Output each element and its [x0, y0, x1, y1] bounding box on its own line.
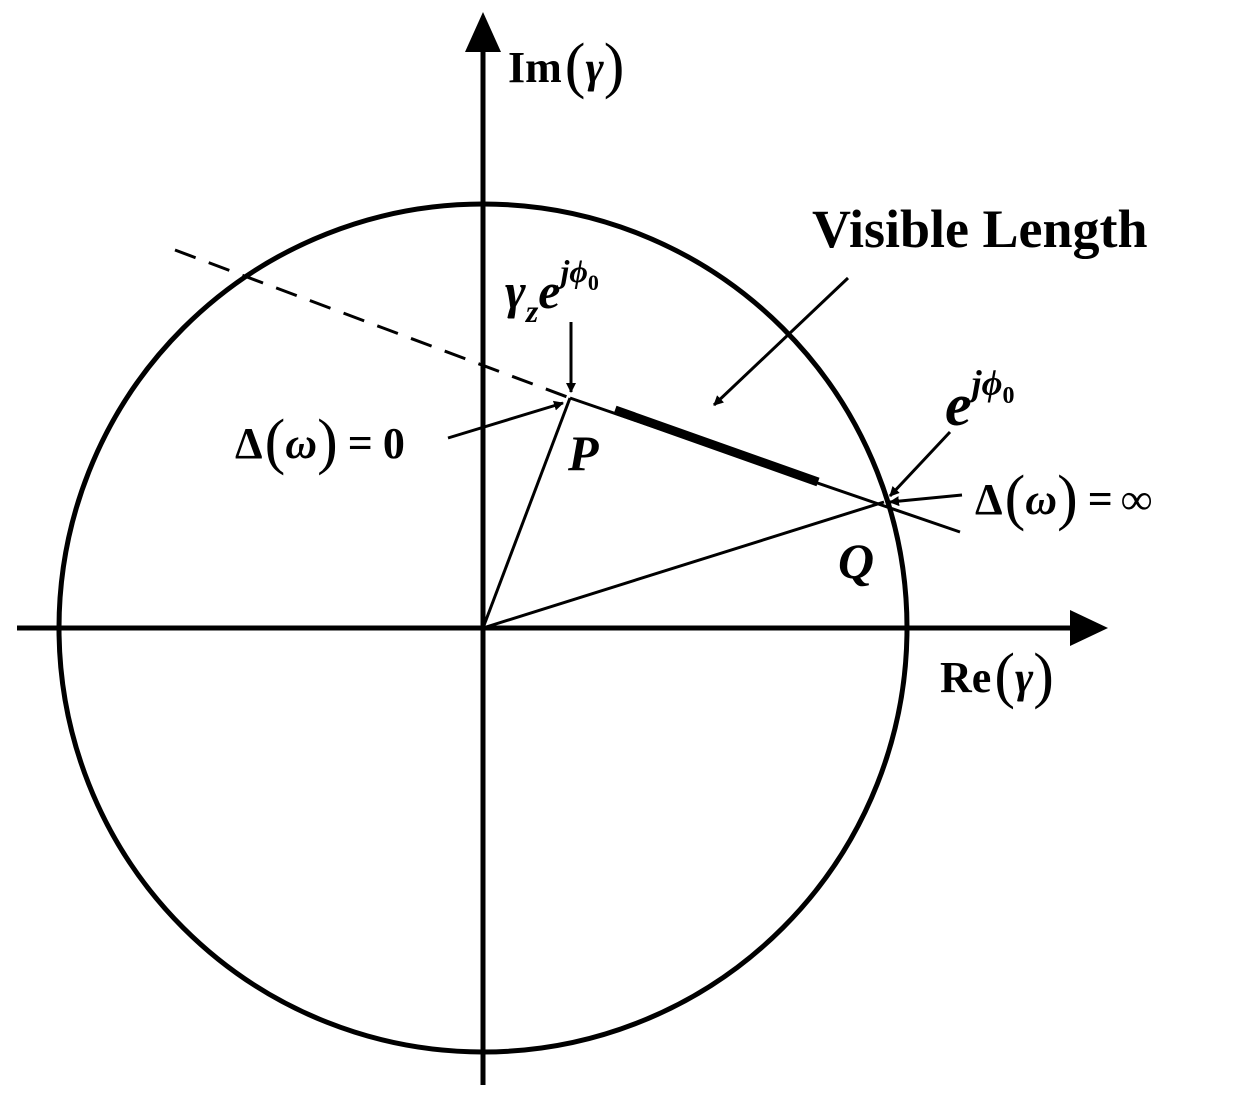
arrow-to-p-from-delta-zero: [447, 400, 564, 440]
line-origin-to-p: [481, 397, 572, 629]
imaginary-axis-label: Im(γ): [508, 32, 624, 100]
point-p-label: P: [567, 425, 599, 481]
delta-zero-label: Δ(ω)=0: [235, 408, 405, 476]
real-axis-label: Re(γ): [940, 642, 1054, 710]
imaginary-axis-arrowhead: [465, 12, 501, 52]
delta-infinity-label: Δ(ω)=∞: [975, 464, 1152, 532]
point-q-label: Q: [838, 533, 874, 589]
q-value-label: ejϕ0: [945, 363, 1014, 438]
arrow-to-visible-length: [712, 276, 850, 407]
visible-length-label: Visible Length: [812, 199, 1148, 259]
p-value-label: γzejϕ0: [505, 253, 599, 329]
line-origin-to-q: [482, 500, 885, 630]
arrow-to-q-from-delta-inf: [889, 493, 963, 507]
arrow-to-q-from-exp: [888, 430, 952, 498]
real-axis-arrowhead: [1070, 610, 1108, 646]
visible-length-segment: [613, 405, 820, 487]
